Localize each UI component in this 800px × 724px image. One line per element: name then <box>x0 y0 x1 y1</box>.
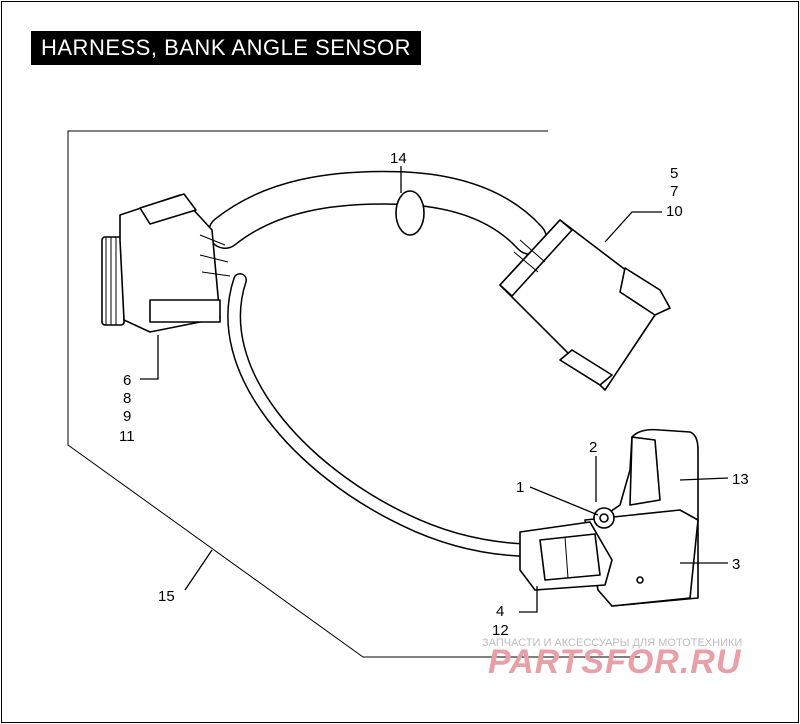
leader-5-7-10 <box>604 211 662 243</box>
callout-13: 13 <box>732 471 749 488</box>
callout-7: 7 <box>670 183 678 200</box>
callout-8: 8 <box>123 390 131 407</box>
watermark-tagline: ЗАПЧАСТИ И АКСЕССУАРЫ ДЛЯ МОТОТЕХНИКИ <box>482 637 742 649</box>
callout-4: 4 <box>496 603 504 620</box>
callout-5: 5 <box>670 165 678 182</box>
callout-15: 15 <box>158 588 175 605</box>
callout-6: 6 <box>123 372 131 389</box>
leader-13 <box>679 477 729 481</box>
harness-sleeve <box>395 190 425 236</box>
leader-4-12 <box>519 586 538 613</box>
callout-10: 10 <box>666 203 683 220</box>
watermark-brand: PARTSFOR.RU <box>488 643 742 681</box>
leader-15 <box>184 549 213 591</box>
callout-12: 12 <box>492 622 509 639</box>
bank-angle-sensor <box>584 428 699 607</box>
callout-3: 3 <box>732 556 740 573</box>
callout-14: 14 <box>390 150 407 167</box>
right-connector <box>499 219 671 391</box>
callout-1: 1 <box>516 479 524 496</box>
left-connector <box>101 193 231 333</box>
leader-1 <box>529 486 599 516</box>
page-title: HARNESS, BANK ANGLE SENSOR <box>31 31 421 65</box>
leader-6 <box>140 335 159 380</box>
callout-2: 2 <box>589 439 597 456</box>
group-bracket <box>67 130 640 658</box>
callout-9: 9 <box>123 408 131 425</box>
callout-11: 11 <box>119 428 135 445</box>
sensor-connector <box>519 521 613 591</box>
